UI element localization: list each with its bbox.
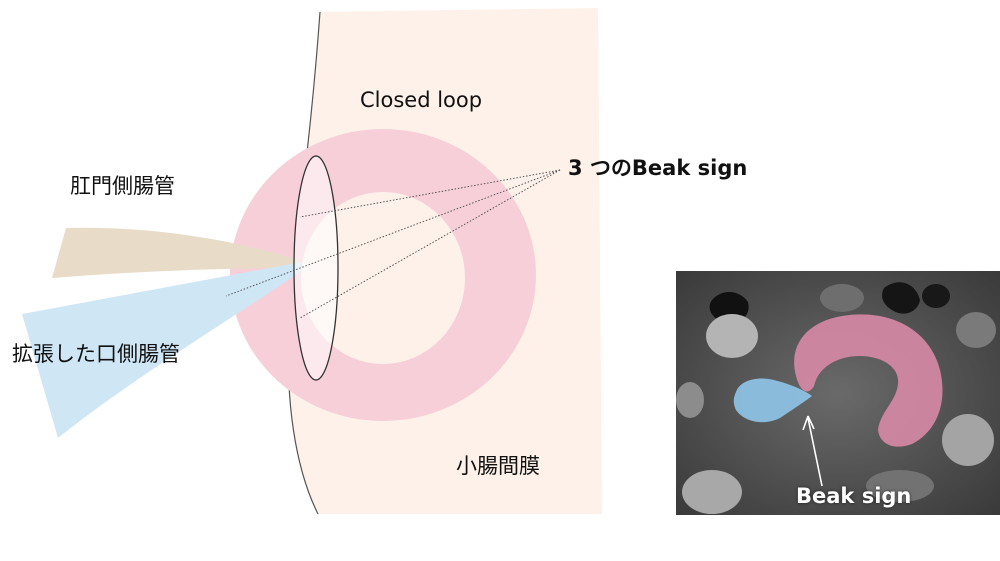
ct-bowel-loop: [706, 314, 758, 358]
twist-ellipse: [293, 155, 339, 381]
ct-dilated-bowel-overlay: [733, 378, 812, 423]
leader-line-2: [225, 169, 561, 297]
dilated-oral-side-bowel-label: 拡張した口側腸管: [12, 342, 180, 366]
anal-side-bowel: [52, 227, 300, 278]
ct-bowel-loop: [956, 312, 996, 348]
ct-bowel-loop: [676, 382, 704, 418]
leader-line-1: [299, 169, 561, 218]
ct-closed-loop-overlay: [794, 314, 943, 447]
ct-air-pocket: [922, 284, 950, 308]
ct-bowel-loop: [942, 414, 994, 466]
dilated-oral-side-bowel: [22, 262, 302, 438]
ct-air-pocket: [882, 282, 920, 314]
ct-image: [676, 271, 1000, 515]
closed-loop-label: Closed loop: [360, 88, 483, 112]
small-bowel-mesentery-label: 小腸間膜: [456, 454, 540, 478]
ct-bowel-loop: [682, 470, 742, 514]
leader-line-3: [299, 169, 561, 319]
ct-beak-sign-label: Beak sign: [796, 484, 912, 508]
three-beak-signs-label: 3 つのBeak sign: [568, 156, 748, 180]
ct-bowel-loop: [820, 284, 864, 312]
ct-bowel-loop: [866, 470, 934, 502]
ct-beak-arrowhead: [802, 415, 815, 431]
anal-side-bowel-label: 肛門側腸管: [70, 174, 175, 198]
beak-sign-leaders: [225, 169, 561, 319]
ct-beak-arrow: [807, 417, 823, 487]
